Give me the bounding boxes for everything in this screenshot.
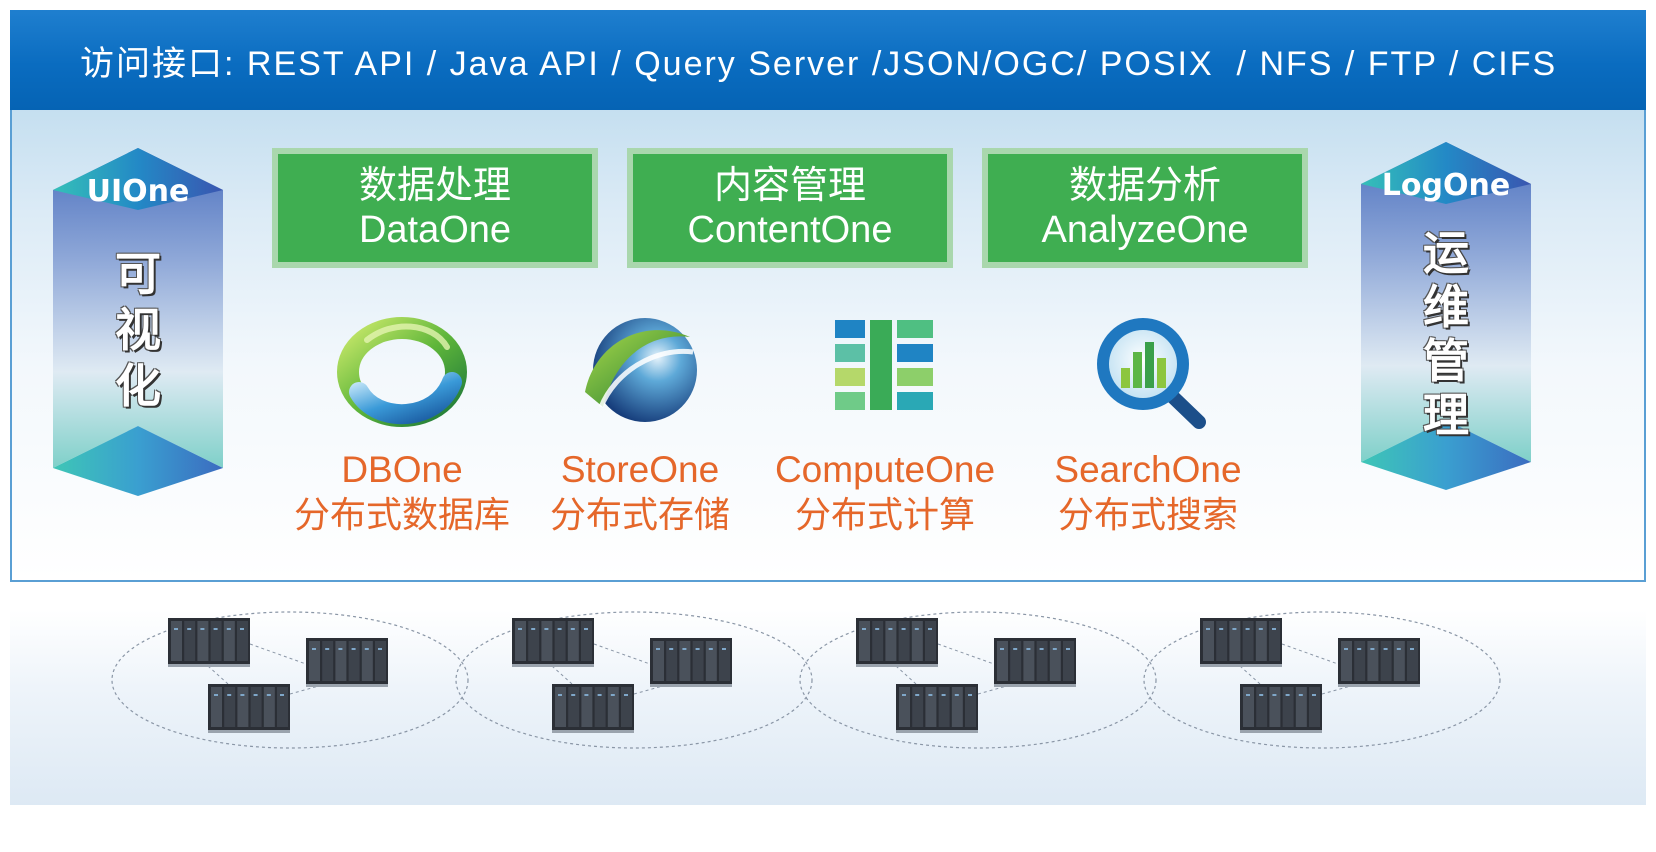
dbone-ring-icon bbox=[337, 317, 467, 427]
module-contentone-en: ContentOne bbox=[687, 209, 893, 251]
cluster-link bbox=[551, 665, 573, 685]
server-rack-icon bbox=[306, 638, 388, 687]
product-dbone: DBOne 分布式数据库 bbox=[272, 312, 532, 538]
module-contentone-zh: 内容管理 bbox=[713, 165, 866, 207]
module-analyzeone: 数据分析 AnalyzeOne bbox=[982, 148, 1308, 268]
uione-char: 可 bbox=[115, 247, 161, 301]
api-banner: 访问接口: REST API / Java API / Query Server… bbox=[10, 10, 1646, 110]
server-rack-icon bbox=[994, 638, 1076, 687]
cluster-group-outline bbox=[455, 611, 813, 749]
logone-char: 运 bbox=[1423, 226, 1469, 280]
server-rack-icon bbox=[896, 684, 978, 733]
module-dataone: 数据处理 DataOne bbox=[272, 148, 598, 268]
cluster-diagram bbox=[111, 611, 1501, 749]
server-rack-icon bbox=[208, 684, 290, 733]
product-dbone-name: DBOne bbox=[341, 449, 463, 490]
cluster-link bbox=[937, 643, 995, 665]
server-rack-icon bbox=[650, 638, 732, 687]
api-interfaces-text: 访问接口: REST API / Java API / Query Server… bbox=[10, 36, 1557, 85]
uione-char: 视 bbox=[115, 303, 161, 357]
module-dataone-en: DataOne bbox=[358, 209, 512, 251]
server-cluster-band bbox=[10, 610, 1646, 805]
module-analyzeone-zh: 数据分析 bbox=[1068, 165, 1221, 207]
logone-pillar: LogOne 运 维 管 理 bbox=[1361, 142, 1531, 517]
cluster-link bbox=[593, 643, 651, 665]
server-rack-icon bbox=[552, 684, 634, 733]
product-searchone-desc: 分布式搜索 bbox=[1057, 494, 1238, 535]
server-rack-icon bbox=[512, 618, 594, 667]
cluster-group-outline bbox=[1143, 611, 1501, 749]
server-rack-icon bbox=[168, 618, 250, 667]
server-rack-icon bbox=[1200, 618, 1282, 667]
cluster-group-outline bbox=[799, 611, 1157, 749]
logone-pillar-shape bbox=[1361, 142, 1531, 490]
logone-vertical-label: 运 维 管 理 bbox=[1361, 226, 1531, 442]
product-searchone-name: SearchOne bbox=[1054, 449, 1242, 490]
uione-pillar-shape bbox=[53, 148, 223, 496]
product-storeone-desc: 分布式存储 bbox=[549, 494, 730, 535]
logone-char: 维 bbox=[1423, 280, 1469, 334]
product-storeone-name: StoreOne bbox=[560, 449, 720, 490]
module-dataone-zh: 数据处理 bbox=[358, 165, 511, 207]
product-computeone-name: ComputeOne bbox=[774, 449, 996, 490]
cluster-group-outline bbox=[111, 611, 469, 749]
cluster-link bbox=[1239, 665, 1261, 685]
uione-char: 化 bbox=[115, 359, 161, 413]
product-computeone: ComputeOne 分布式计算 bbox=[755, 312, 1015, 538]
server-rack-icon bbox=[1338, 638, 1420, 687]
product-searchone: SearchOne 分布式搜索 bbox=[1018, 312, 1278, 538]
cluster-link bbox=[207, 665, 229, 685]
uione-pillar: UIOne 可 视 化 bbox=[53, 148, 223, 523]
product-storeone: StoreOne 分布式存储 bbox=[510, 312, 770, 538]
module-analyzeone-en: AnalyzeOne bbox=[1041, 209, 1249, 251]
storeone-globe-icon bbox=[585, 318, 697, 422]
server-rack-icon bbox=[1240, 684, 1322, 733]
cluster-link bbox=[895, 665, 917, 685]
logone-char: 管 bbox=[1423, 334, 1469, 388]
product-computeone-desc: 分布式计算 bbox=[794, 494, 975, 535]
uione-title: UIOne bbox=[86, 174, 190, 209]
api-label: 访问接口: bbox=[80, 44, 236, 83]
uione-vertical-label: 可 视 化 bbox=[53, 246, 223, 414]
searchone-magnifier-icon bbox=[1097, 318, 1206, 429]
cluster-link bbox=[1281, 643, 1339, 665]
api-list: REST API / Java API / Query Server /JSON… bbox=[246, 44, 1558, 83]
server-rack-icon bbox=[856, 618, 938, 667]
product-dbone-desc: 分布式数据库 bbox=[293, 494, 510, 535]
module-contentone: 内容管理 ContentOne bbox=[627, 148, 953, 268]
cluster-link bbox=[249, 643, 307, 665]
computeone-blocks-icon bbox=[835, 320, 933, 410]
logone-title: LogOne bbox=[1381, 168, 1511, 203]
logone-char: 理 bbox=[1423, 388, 1469, 442]
